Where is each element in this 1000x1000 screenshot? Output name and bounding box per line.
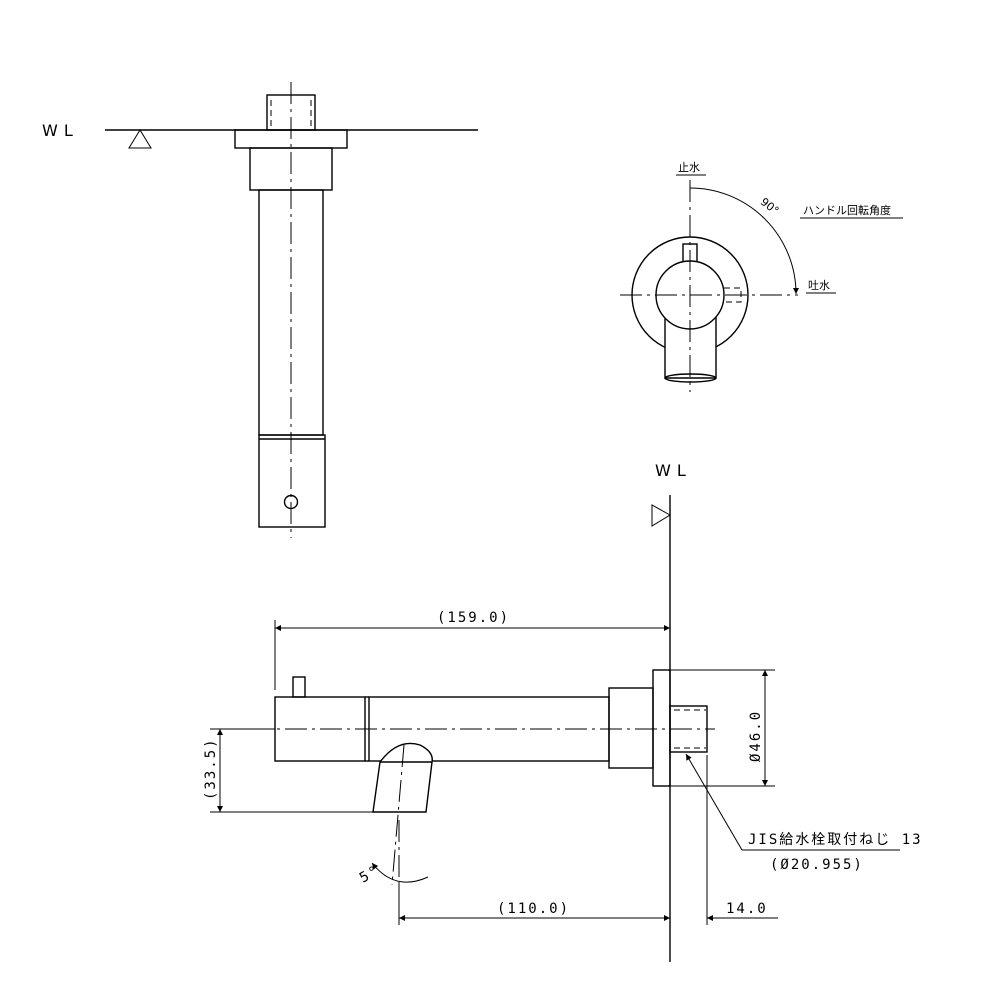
tilt-angle-label: 5°: [357, 862, 383, 886]
wall-flange: [652, 669, 671, 787]
spout-outlet: [372, 742, 433, 813]
front-view: 止水 吐水 ハンドル回転角度 90°: [620, 161, 903, 392]
top-view: WL: [42, 82, 478, 538]
wall-collar: [608, 687, 654, 769]
stop-label: 止水: [678, 161, 700, 174]
wl-label-side: WL: [655, 461, 692, 480]
dim-overall-length-label: (159.0): [437, 610, 510, 626]
rotation-angle-label: 90°: [758, 195, 781, 217]
dim-spout-drop-label: (33.5): [203, 737, 219, 800]
side-view: WL 5° (159.0) (33.5): [203, 461, 923, 962]
dim-thread-length-label: 14.0: [726, 901, 768, 917]
handle-knob: [292, 676, 306, 698]
dim-spout-reach-label: (110.0): [497, 901, 570, 917]
thread-leader-line: [685, 753, 743, 851]
thread-diameter-label: (Ø20.955): [770, 857, 864, 873]
water-level-triangle-top: [128, 129, 152, 149]
spout-head-top: [258, 434, 326, 528]
handle-rotation-label: ハンドル回転角度: [803, 203, 891, 217]
thread-spec-label: JIS給水栓取付ねじ 13: [748, 832, 923, 848]
water-level-triangle-side: [651, 504, 671, 527]
rotation-arc: [689, 187, 799, 295]
dim-flange-diameter-label: Ø46.0: [748, 710, 764, 762]
spout-label: 吐水: [808, 279, 830, 292]
wl-label-top: WL: [42, 121, 79, 140]
